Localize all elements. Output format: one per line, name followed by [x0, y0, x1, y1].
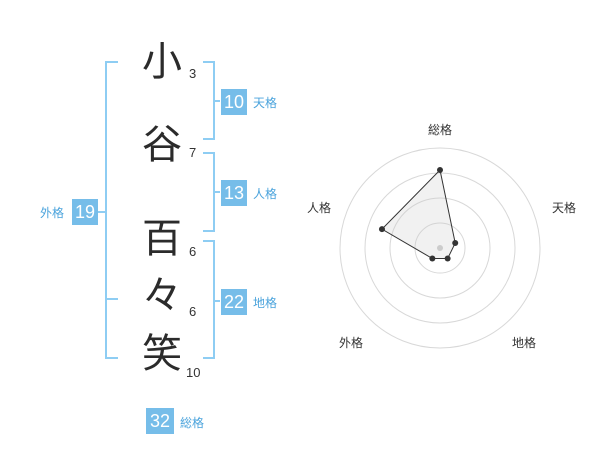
- radar-ring: [389, 197, 491, 299]
- radar-point-2: [452, 240, 459, 247]
- chikaku-label: 地格: [253, 296, 278, 310]
- tenkaku-value: 10: [221, 89, 247, 115]
- jinkaku-value: 13: [221, 180, 247, 206]
- radar-point-4: [429, 255, 436, 262]
- radar-point-3: [444, 255, 451, 262]
- stroke-count-4: 6: [189, 304, 197, 319]
- soukaku-label: 総格: [180, 416, 205, 430]
- stroke-count-3: 6: [189, 244, 197, 259]
- name-char-5: 笑: [142, 331, 182, 377]
- radar-point-1: [437, 167, 443, 173]
- radar-ring: [339, 147, 541, 349]
- name-char-2: 谷: [142, 122, 182, 168]
- soukaku-value: 32: [146, 408, 174, 434]
- tenkaku-label: 天格: [253, 96, 278, 110]
- radar-label-jinkaku: 人格: [306, 201, 331, 215]
- radar-point-5: [378, 226, 385, 233]
- gaikaku-label: 外格: [40, 206, 65, 220]
- name-char-1: 小: [142, 39, 182, 85]
- chikaku-value: 22: [221, 289, 247, 315]
- radar-label-gaikaku: 外格: [338, 336, 363, 350]
- stroke-count-2: 7: [189, 145, 197, 160]
- radar-label-chikaku: 地格: [511, 336, 536, 350]
- name-char-3: 百: [142, 216, 182, 262]
- radar-label-tenkaku: 天格: [551, 201, 576, 215]
- jinkaku-label: 人格: [253, 187, 278, 201]
- stroke-count-1: 3: [189, 66, 197, 81]
- stroke-count-5: 10: [186, 365, 201, 380]
- radar-polygon: [381, 168, 456, 260]
- name-char-4: 々: [142, 273, 182, 319]
- radar-label-soukaku: 総格: [427, 123, 452, 137]
- gaikaku-value: 19: [72, 199, 98, 225]
- radar-center: [437, 245, 443, 251]
